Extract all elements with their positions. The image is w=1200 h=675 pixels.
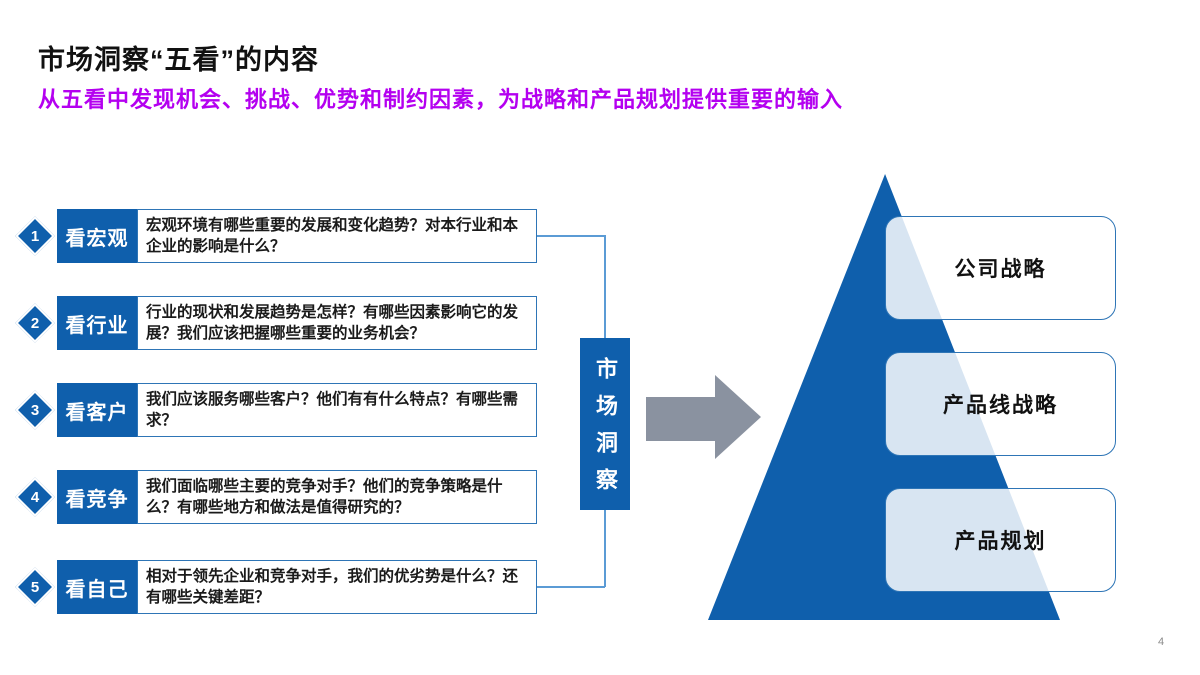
right-arrow-icon xyxy=(715,375,761,459)
pyramid-level-company-strategy: 公司战略 xyxy=(885,216,1116,320)
step-number-badge: 5 xyxy=(15,567,55,607)
connector-line xyxy=(537,586,605,588)
look-label: 看竞争 xyxy=(57,470,137,524)
look-description: 我们应该服务哪些客户？他们有有什么特点？有哪些需求？ xyxy=(137,383,537,437)
right-arrow-icon xyxy=(646,397,716,441)
page-number: 4 xyxy=(1158,636,1165,648)
look-description: 我们面临哪些主要的竞争对手？他们的竞争策略是什么？有哪些地方和做法是值得研究的？ xyxy=(137,470,537,524)
market-insight-box: 市场洞察 xyxy=(580,338,630,510)
page-title: 市场洞察“五看”的内容 xyxy=(38,45,319,75)
step-number-badge: 2 xyxy=(15,303,55,343)
step-number-badge: 3 xyxy=(15,390,55,430)
market-insight-label: 市场洞察 xyxy=(593,357,618,505)
page-subtitle: 从五看中发现机会、挑战、优势和制约因素，为战略和产品规划提供重要的输入 xyxy=(38,87,844,112)
five-look-row: 2 看行业 行业的现状和发展趋势是怎样？有哪些因素影响它的发展？我们应该把握哪些… xyxy=(0,296,540,350)
step-number: 4 xyxy=(30,488,40,506)
pyramid-level-product-line-strategy: 产品线战略 xyxy=(885,352,1116,456)
look-label: 看客户 xyxy=(57,383,137,437)
look-label: 看自己 xyxy=(57,560,137,614)
connector-line xyxy=(604,510,606,587)
five-look-row: 4 看竞争 我们面临哪些主要的竞争对手？他们的竞争策略是什么？有哪些地方和做法是… xyxy=(0,470,540,524)
step-number: 3 xyxy=(30,401,40,419)
connector-line xyxy=(604,235,606,339)
step-number-badge: 1 xyxy=(15,216,55,256)
look-label: 看宏观 xyxy=(57,209,137,263)
look-label: 看行业 xyxy=(57,296,137,350)
step-number: 2 xyxy=(30,314,40,332)
step-number: 5 xyxy=(30,578,40,596)
look-description: 行业的现状和发展趋势是怎样？有哪些因素影响它的发展？我们应该把握哪些重要的业务机… xyxy=(137,296,537,350)
five-look-row: 3 看客户 我们应该服务哪些客户？他们有有什么特点？有哪些需求？ xyxy=(0,383,540,437)
step-number: 1 xyxy=(30,227,40,245)
look-description: 相对于领先企业和竞争对手，我们的优劣势是什么？还有哪些关键差距？ xyxy=(137,560,537,614)
five-look-row: 5 看自己 相对于领先企业和竞争对手，我们的优劣势是什么？还有哪些关键差距？ xyxy=(0,560,540,614)
look-description: 宏观环境有哪些重要的发展和变化趋势？对本行业和本企业的影响是什么？ xyxy=(137,209,537,263)
connector-line xyxy=(537,235,605,237)
pyramid-level-product-planning: 产品规划 xyxy=(885,488,1116,592)
five-look-row: 1 看宏观 宏观环境有哪些重要的发展和变化趋势？对本行业和本企业的影响是什么？ xyxy=(0,209,540,263)
step-number-badge: 4 xyxy=(15,477,55,517)
